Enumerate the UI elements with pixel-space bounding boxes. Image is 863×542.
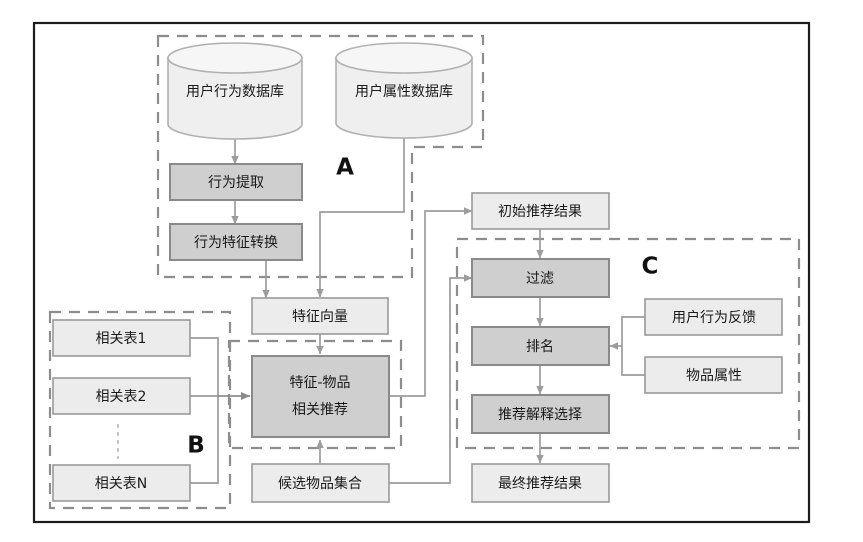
node-behavior-feature-transform-label: 行为特征转换 [194,234,278,251]
connector-tablen-to-bus [190,396,219,484]
connector-candidate-to-filter [389,274,473,484]
node-user-behavior-feedback-label: 用户行为反馈 [672,309,756,326]
node-correlation-table-n: 相关表N [52,464,191,502]
node-filter: 过滤 [471,258,610,298]
database-user-attribute-db: 用户属性数据库 [335,42,473,139]
group-b-boundary [48,310,232,510]
group-a-boundary [156,34,485,279]
node-correlation-table-n-label: 相关表N [95,476,147,492]
node-feature-item-recommend-label-line2: 相关推荐 [292,402,348,418]
node-initial-recommend-result: 初始推荐结果 [471,192,610,230]
node-feature-item-recommend-label-line1: 特征-物品 [289,375,350,391]
node-behavior-extraction-label: 行为提取 [208,175,264,191]
node-user-behavior-feedback: 用户行为反馈 [644,298,783,336]
node-behavior-extraction: 行为提取 [169,163,303,201]
node-filter-label: 过滤 [526,271,554,287]
node-initial-recommend-result-label: 初始推荐结果 [498,203,582,220]
group-c-boundary [455,237,801,450]
connector-feedback-to-ranking [621,316,645,346]
node-item-attribute-label: 物品属性 [686,368,742,384]
connector-table1-to-bus [190,337,219,396]
node-feature-item-recommend: 特征-物品 相关推荐 [251,355,390,438]
node-behavior-feature-transform: 行为特征转换 [169,223,303,261]
group-label-a: A [336,155,354,181]
node-feature-vector-label: 特征向量 [292,309,348,325]
node-final-recommend-result: 最终推荐结果 [471,463,610,503]
node-correlation-table-2: 相关表2 [52,377,191,415]
database-user-behavior-db: 用户行为数据库 [167,42,303,140]
group-label-b: B [187,433,205,459]
node-recommend-explanation-selection: 推荐解释选择 [471,394,610,434]
node-correlation-table-2-label: 相关表2 [96,389,147,405]
node-final-recommend-result-label: 最终推荐结果 [498,476,582,492]
database-user-behavior-db-label: 用户行为数据库 [186,83,284,100]
node-candidate-item-set-label: 候选物品集合 [278,475,362,492]
connector-item-attr-to-ranking [621,346,645,376]
connector-recommend-to-initial-result [389,207,473,397]
group-middle-boundary [227,339,403,450]
connector-db2-to-feature-vector [316,138,405,298]
node-ranking: 排名 [471,326,610,366]
group-label-c: C [642,254,659,280]
node-feature-vector: 特征向量 [251,297,389,335]
node-ranking-label: 排名 [526,339,554,355]
node-recommend-explanation-selection-label: 推荐解释选择 [498,407,582,423]
database-user-attribute-db-label: 用户属性数据库 [355,83,453,100]
node-item-attribute: 物品属性 [644,356,783,394]
node-correlation-table-1-label: 相关表1 [96,331,147,347]
node-candidate-item-set: 候选物品集合 [251,463,390,503]
outer-frame [32,21,811,524]
node-correlation-table-1: 相关表1 [52,319,191,357]
